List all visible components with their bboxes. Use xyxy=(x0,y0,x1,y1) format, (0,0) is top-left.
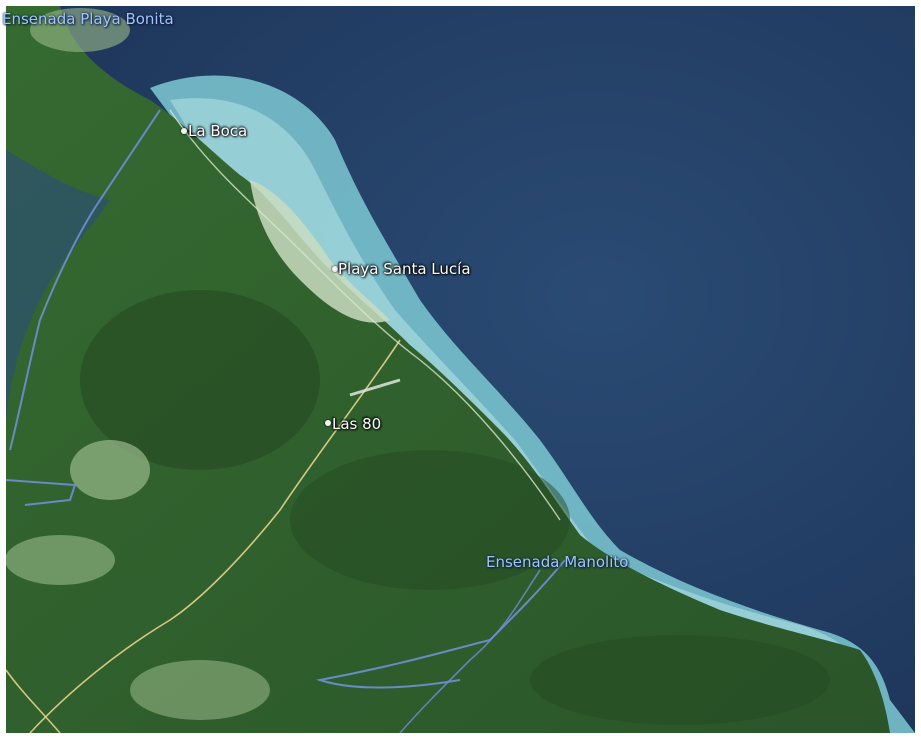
label-ensenada-playa-bonita[interactable]: Ensenada Playa Bonita xyxy=(2,10,174,28)
clearing xyxy=(130,660,270,720)
waterway xyxy=(9,109,161,451)
forest-patch xyxy=(80,290,320,470)
forest-patch xyxy=(290,450,570,590)
beach-clearing xyxy=(250,180,390,323)
waterway xyxy=(316,559,566,689)
road xyxy=(29,339,401,734)
label-las-80[interactable]: Las 80 xyxy=(332,415,382,433)
reef-light xyxy=(170,98,885,733)
clearing xyxy=(70,440,150,500)
clearing xyxy=(5,535,115,585)
label-ensenada-manolito[interactable]: Ensenada Manolito xyxy=(486,553,629,571)
label-playa-santa-lucia[interactable]: Playa Santa Lucía xyxy=(338,260,471,278)
waterway xyxy=(5,479,77,506)
road xyxy=(169,109,561,521)
forest-patch xyxy=(530,635,830,725)
playa-santa-lucia-marker[interactable] xyxy=(332,266,338,272)
land xyxy=(6,6,890,733)
estuary xyxy=(6,150,110,420)
label-la-boca[interactable]: La Boca xyxy=(188,122,248,140)
waterway xyxy=(399,569,541,734)
airstrip xyxy=(349,378,401,397)
la-boca-marker[interactable] xyxy=(181,128,187,134)
clearing xyxy=(30,8,130,52)
las-80-marker[interactable] xyxy=(325,420,331,426)
road xyxy=(5,669,61,734)
